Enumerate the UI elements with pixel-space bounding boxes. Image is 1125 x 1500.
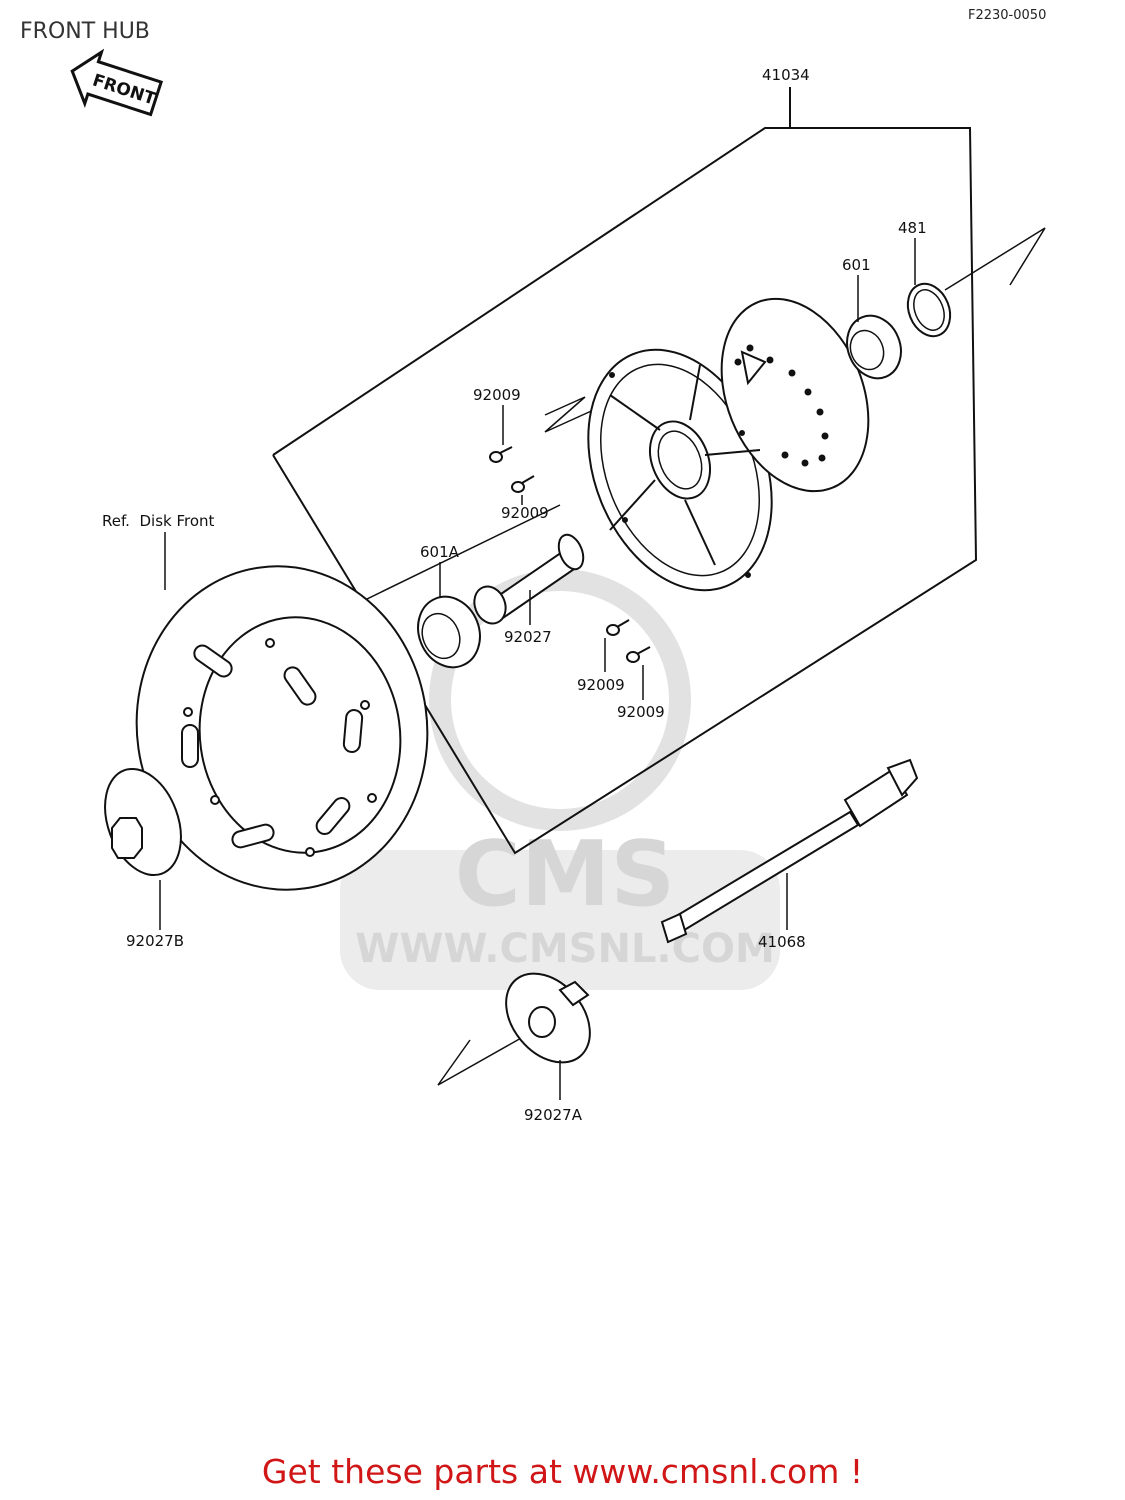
label-collar-left: 92027B xyxy=(126,932,184,950)
bearing-right xyxy=(846,314,902,380)
hub-assembly-outline xyxy=(272,127,978,855)
diagram-code: F2230-0050 xyxy=(968,8,1046,23)
hub-body xyxy=(587,297,870,592)
label-spacer: 92027 xyxy=(504,628,552,646)
footer-link[interactable]: Get these parts at www.cmsnl.com ! xyxy=(261,1452,864,1491)
axle xyxy=(660,758,919,944)
label-bearing-left: 601A xyxy=(420,543,460,561)
label-screw-3: 92009 xyxy=(577,676,625,694)
label-screw-1: 92009 xyxy=(473,386,521,404)
screw-1 xyxy=(489,446,513,463)
label-collar-right: 92027A xyxy=(524,1106,583,1124)
screw-3 xyxy=(606,619,630,636)
screw-4 xyxy=(626,646,651,663)
brake-disk xyxy=(135,565,429,891)
front-arrow-icon: FRONT xyxy=(70,48,164,117)
label-circlip: 481 xyxy=(898,219,927,237)
label-bearing-right: 601 xyxy=(842,256,871,274)
label-disk-reference: Ref. Disk Front xyxy=(102,512,215,530)
label-hub-assembly: 41034 xyxy=(762,66,810,84)
collar-left xyxy=(104,767,182,877)
watermark-logo: CMS xyxy=(455,822,675,927)
axis-line-right xyxy=(944,227,1046,291)
bearing-left xyxy=(417,595,481,669)
diagram-title: FRONT HUB xyxy=(20,19,150,44)
axis-line-upper xyxy=(544,396,621,433)
label-axle: 41068 xyxy=(758,933,806,951)
spacer xyxy=(473,533,585,625)
label-screw-4: 92009 xyxy=(617,703,665,721)
watermark-url: WWW.CMSNL.COM xyxy=(355,926,775,972)
label-screw-2: 92009 xyxy=(501,504,549,522)
axis-line-bottom xyxy=(437,1032,531,1086)
collar-right xyxy=(505,972,591,1064)
watermark: CMS WWW.CMSNL.COM xyxy=(340,569,780,990)
circlip xyxy=(906,282,952,338)
screw-2 xyxy=(511,475,535,493)
